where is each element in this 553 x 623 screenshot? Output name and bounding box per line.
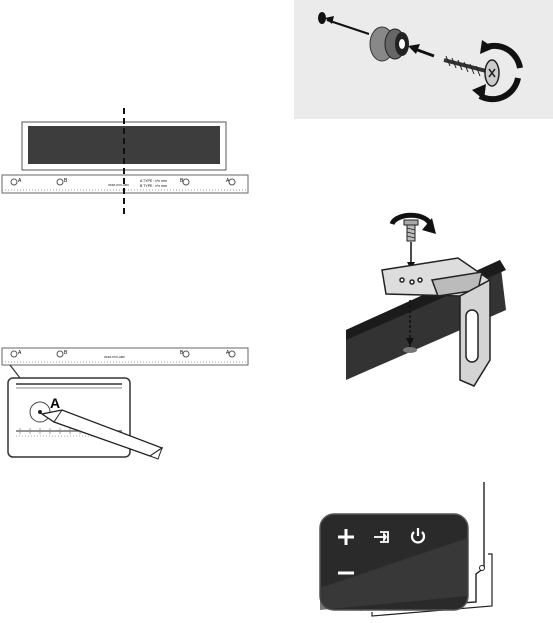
template-marker-a: A [18, 178, 22, 184]
screw-icon [443, 55, 500, 87]
pencil-icon [40, 409, 164, 460]
template-alignment-illustration: A B ODM-XXX-ABC A TYPE : x*x mm B TYPE :… [0, 108, 252, 218]
template-marker-b-right: B [180, 178, 184, 184]
plus-icon [338, 529, 354, 545]
power-icon [410, 528, 426, 544]
bracket-screw-illustration [340, 200, 510, 395]
template2-marker-b: B [64, 350, 68, 356]
template-marker-a-right: A [226, 178, 230, 184]
template2-marker-b-right: B [180, 350, 184, 356]
control-panel-illustration [316, 478, 516, 618]
mounting-template-strip-2 [1, 347, 249, 366]
template2-marker-a: A [18, 350, 22, 356]
template-marking-illustration: A B ODM-XXX-ABC B A A [0, 340, 252, 465]
washer-spool-icon [369, 26, 409, 62]
template-type-b: B TYPE : x*x mm [140, 184, 167, 188]
zoom-marker-a: A [50, 395, 60, 411]
rotate-clockwise-icon [472, 40, 523, 103]
template-marker-b: B [64, 178, 68, 184]
template-center-code: ODM-XXX-ABC [108, 183, 130, 187]
template2-center-code: ODM-XXX-ABC [104, 355, 126, 359]
mounting-bracket [381, 257, 492, 387]
template-type-a: A TYPE : x*x mm [140, 179, 167, 183]
anchor-screw-illustration [294, 0, 553, 119]
input-source-icon [374, 531, 389, 543]
rotate-icon [389, 212, 436, 234]
screw-icon-2 [403, 219, 419, 242]
wall-anchor-icon [318, 12, 370, 35]
illustration-background [294, 0, 553, 119]
template2-marker-a-right: A [226, 350, 230, 356]
